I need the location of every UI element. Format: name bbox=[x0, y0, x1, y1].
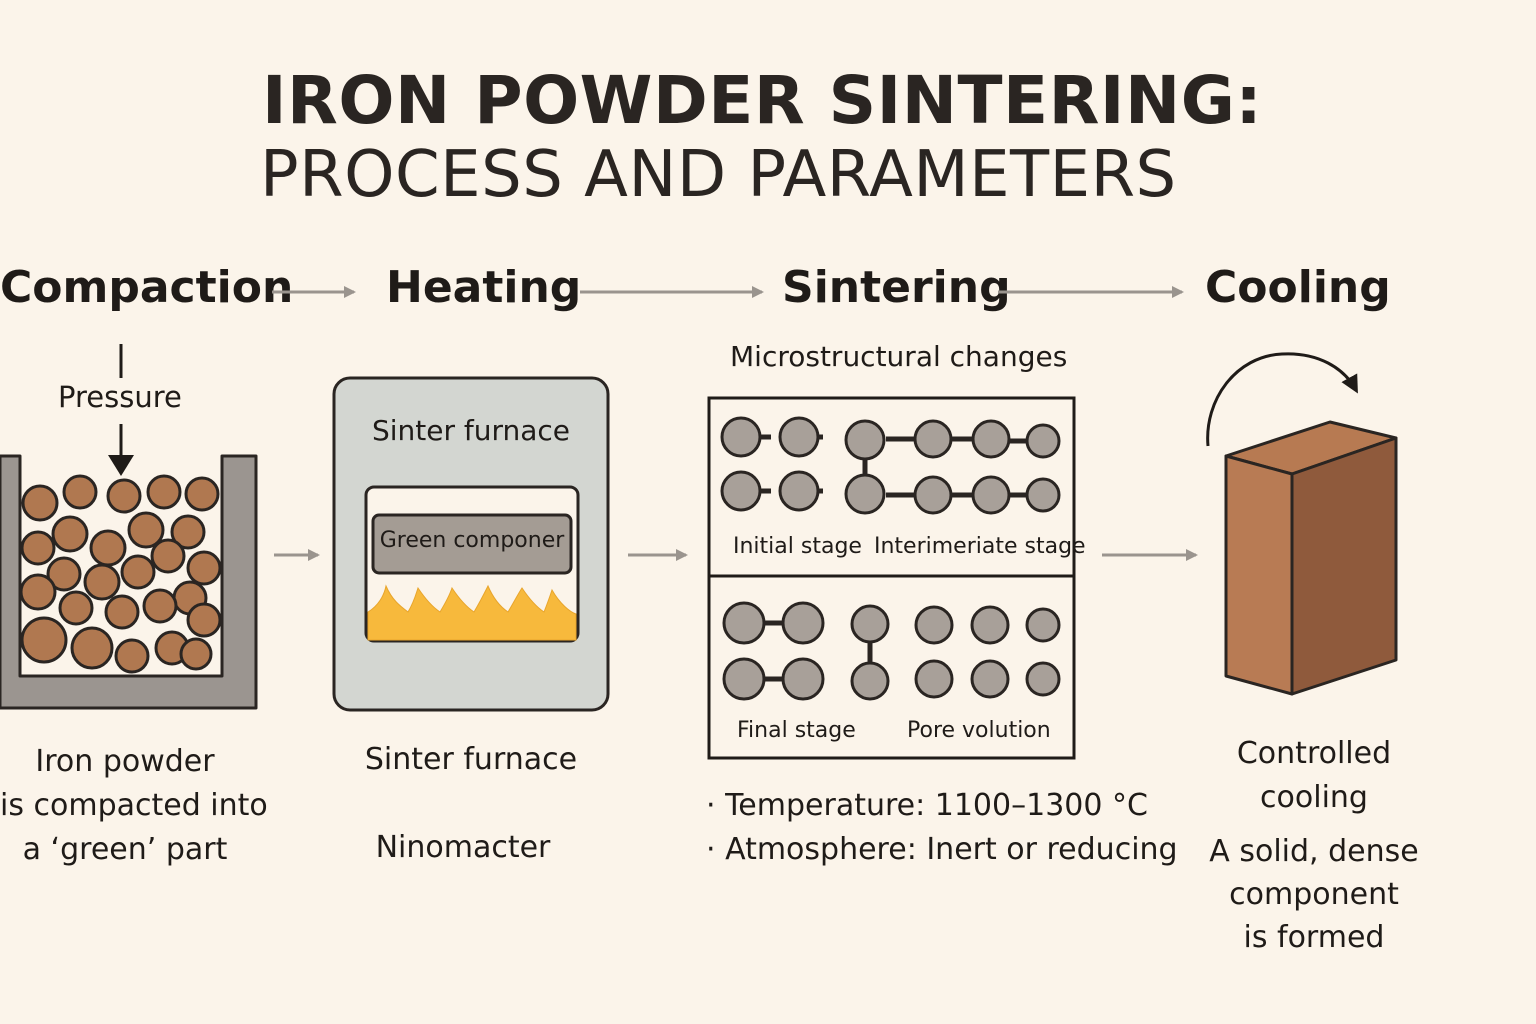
iron-particle bbox=[146, 474, 182, 510]
step-compaction: Compaction bbox=[0, 262, 294, 313]
stage-intermediate-label: Interimeriate stage bbox=[874, 534, 1086, 559]
step-cooling: Cooling bbox=[1205, 262, 1391, 313]
microstructure-title: Microstructural changes bbox=[730, 340, 1068, 373]
iron-particle bbox=[186, 550, 222, 586]
heating-caption: Sinter furnace bbox=[364, 742, 578, 777]
grain bbox=[850, 604, 890, 644]
iron-particle bbox=[150, 538, 186, 574]
grain bbox=[914, 659, 954, 699]
result-caption-line: is formed bbox=[1243, 920, 1385, 955]
iron-particle bbox=[114, 638, 150, 674]
grain bbox=[720, 416, 762, 458]
result-caption-line: component bbox=[1229, 877, 1399, 912]
grain bbox=[722, 601, 766, 645]
iron-particle bbox=[20, 616, 68, 664]
iron-particle bbox=[104, 594, 140, 630]
step-sintering: Sintering bbox=[782, 262, 1011, 313]
iron-particle bbox=[184, 476, 220, 512]
flame-icon bbox=[367, 584, 577, 641]
iron-particle bbox=[58, 590, 94, 626]
step-heating: Heating bbox=[386, 262, 582, 313]
compaction-caption-line: is compacted into bbox=[0, 788, 268, 823]
grain bbox=[971, 475, 1011, 515]
iron-particle bbox=[106, 478, 142, 514]
iron-particle bbox=[62, 474, 98, 510]
parameter-temperature: · Temperature: 1100–1300 °C bbox=[706, 784, 1178, 828]
rotation-arrow-icon bbox=[1206, 352, 1358, 447]
sintering-parameters: · Temperature: 1100–1300 °C · Atmosphere… bbox=[706, 784, 1178, 872]
grain bbox=[778, 470, 820, 512]
grain bbox=[850, 661, 890, 701]
microstructure-box bbox=[707, 396, 1076, 760]
grain bbox=[781, 657, 825, 701]
grain bbox=[781, 601, 825, 645]
bullet-icon: · bbox=[706, 788, 726, 823]
parameter-text: Temperature: 1100–1300 °C bbox=[725, 788, 1148, 823]
title-line-1: IRON POWDER SINTERING: bbox=[262, 62, 1263, 139]
cooling-caption-line: Controlled bbox=[1236, 736, 1392, 771]
compaction-caption-line: a ‘green’ part bbox=[22, 832, 228, 867]
grain bbox=[720, 470, 762, 512]
stage-initial-label: Initial stage bbox=[733, 534, 862, 559]
grain bbox=[971, 419, 1011, 459]
result-caption-line: A solid, dense bbox=[1209, 834, 1419, 869]
grain bbox=[844, 473, 886, 515]
iron-particle bbox=[120, 554, 156, 590]
compaction-die bbox=[0, 454, 258, 710]
iron-particle bbox=[70, 626, 114, 670]
furnace-title: Sinter furnace bbox=[371, 414, 571, 447]
compaction-caption: Iron powder is compacted into a ‘green’ … bbox=[0, 740, 268, 872]
iron-particle bbox=[19, 573, 57, 611]
iron-particle bbox=[21, 484, 59, 522]
result-caption: A solid, dense component is formed bbox=[1184, 830, 1444, 959]
iron-particle bbox=[51, 515, 89, 553]
grain bbox=[913, 475, 953, 515]
grain bbox=[913, 419, 953, 459]
grain bbox=[844, 419, 886, 461]
grain bbox=[970, 659, 1010, 699]
title-line-2: PROCESS AND PARAMETERS bbox=[260, 138, 1177, 212]
cooling-caption: Controlled cooling bbox=[1184, 732, 1444, 820]
iron-particle bbox=[142, 588, 178, 624]
grain bbox=[1025, 607, 1061, 643]
iron-particle bbox=[186, 602, 222, 638]
grain bbox=[778, 416, 820, 458]
compaction-caption-line: Iron powder bbox=[35, 744, 215, 779]
iron-powder-particles bbox=[19, 474, 222, 674]
iron-particle bbox=[170, 514, 206, 550]
cooling-caption-line: cooling bbox=[1260, 780, 1368, 815]
microstructure-grains bbox=[720, 416, 1061, 701]
pressure-arrow-icon bbox=[108, 344, 134, 476]
iron-particle bbox=[179, 637, 213, 671]
sintered-block-icon bbox=[1224, 420, 1398, 696]
grain bbox=[1025, 661, 1061, 697]
grain bbox=[914, 605, 954, 645]
iron-particle bbox=[89, 529, 127, 567]
iron-particle bbox=[127, 511, 165, 549]
stage-pore-label: Pore volution bbox=[907, 718, 1051, 743]
sinter-furnace bbox=[332, 376, 610, 712]
bullet-icon: · bbox=[706, 832, 726, 867]
heating-subcaption: Ninomacter bbox=[375, 830, 551, 865]
grain bbox=[1025, 423, 1061, 459]
green-component-label: Green componer bbox=[379, 528, 565, 553]
stage-final-label: Final stage bbox=[737, 718, 856, 743]
parameter-atmosphere: · Atmosphere: Inert or reducing bbox=[706, 828, 1178, 872]
pressure-label: Pressure bbox=[58, 380, 182, 414]
parameter-text: Atmosphere: Inert or reducing bbox=[725, 832, 1178, 867]
grain bbox=[970, 605, 1010, 645]
iron-particle bbox=[83, 563, 121, 601]
grain bbox=[722, 657, 766, 701]
grain bbox=[1025, 477, 1061, 513]
iron-particle bbox=[46, 556, 82, 592]
iron-particle bbox=[20, 530, 56, 566]
